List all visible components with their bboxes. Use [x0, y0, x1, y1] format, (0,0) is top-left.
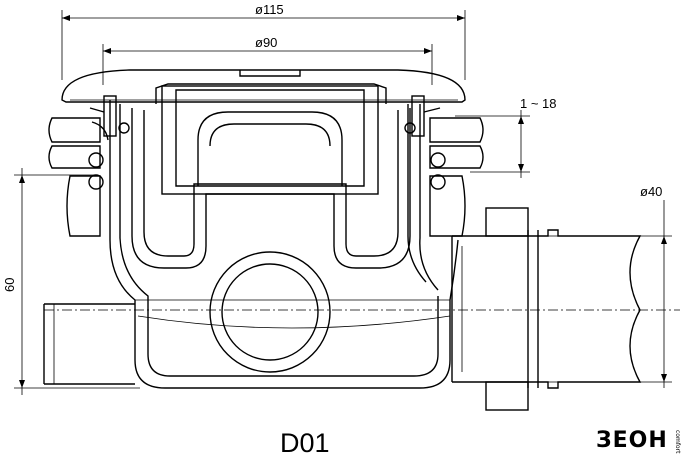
- brand-tagline: comfort: [674, 430, 681, 454]
- floor-layers-left: [48, 117, 109, 237]
- brand-logo-text: ЗЕОН: [596, 428, 668, 453]
- outlet-pipe: [451, 207, 642, 411]
- outer-diameter-label: ø115: [255, 2, 284, 17]
- clamp-ring-right: [404, 95, 441, 137]
- trap-insert: [161, 85, 379, 195]
- dimension-pipe-diameter: ø40: [540, 184, 672, 388]
- height-label: 60: [2, 278, 17, 292]
- model-label: D01: [280, 428, 330, 458]
- pipe-diameter-label: ø40: [640, 184, 662, 199]
- left-stub-pipe: [43, 303, 135, 385]
- clamp-ring-left: [89, 95, 130, 137]
- outlet-opening: [209, 251, 331, 373]
- inner-diameter-label: ø90: [255, 35, 277, 50]
- floor-layers-right: [429, 117, 484, 237]
- dimension-outer-diameter: ø115: [61, 2, 466, 80]
- brand-logo: ЗЕОН comfort: [596, 428, 681, 454]
- dimension-inner-diameter: ø90: [102, 35, 433, 85]
- dimension-adjust-range: 1 ~ 18: [455, 96, 557, 178]
- adjust-range-label: 1 ~ 18: [520, 96, 557, 111]
- dimension-height: 60: [2, 168, 140, 395]
- grate-cover: [61, 69, 466, 103]
